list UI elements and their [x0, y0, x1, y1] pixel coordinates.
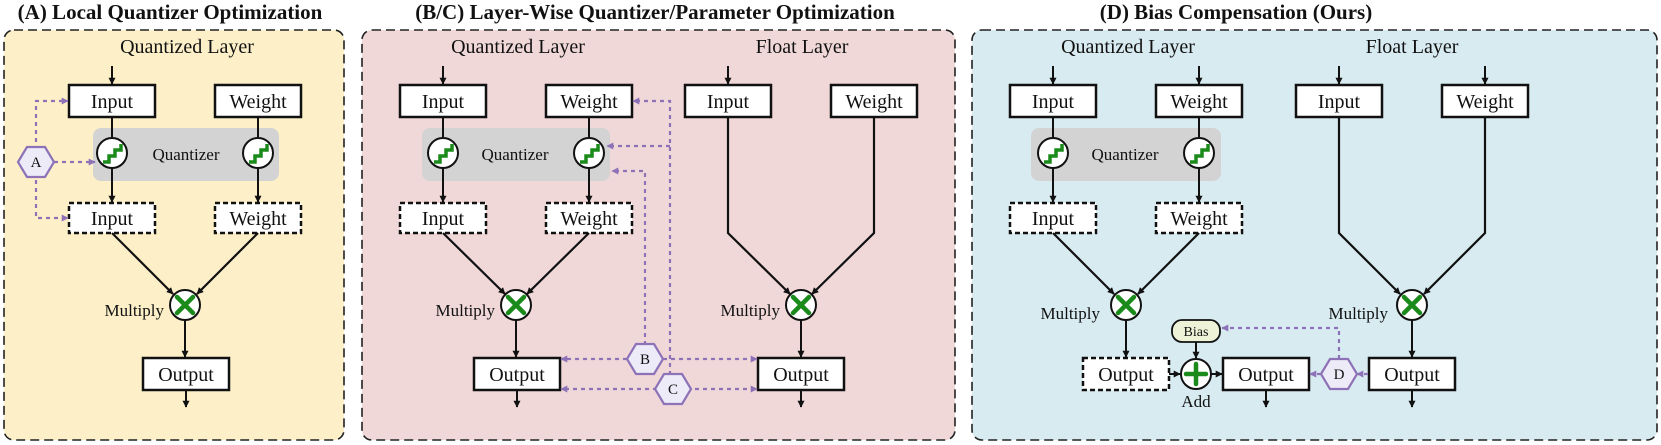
- panel-d-quantizer-band: [1031, 128, 1221, 181]
- panel-d-add-icon: [1180, 358, 1212, 390]
- panel-bc-quantizer-icon-input: [427, 137, 459, 169]
- panel-d-quantized-input-box: [1008, 201, 1098, 235]
- panel-bc-float-output-label: Output: [773, 364, 829, 386]
- panel-bc-quantized-input-label: Input: [422, 208, 465, 230]
- panel-bc: (B/C) Layer-Wise Quantizer/Parameter Opt…: [361, 0, 956, 441]
- panel-a-quantized-input-label: Input: [91, 208, 134, 230]
- panel-bc-quantized-input-box: [398, 201, 488, 235]
- panel-a-output-box: [141, 356, 231, 392]
- panel-d-compensated-output-label: Output: [1238, 364, 1294, 386]
- panel-d-bias-label: Bias: [1184, 325, 1209, 340]
- marker-c-label: C: [668, 382, 678, 398]
- panel-a-quantized-weight-box: [213, 201, 303, 235]
- panel-bc-float-layer-label: Float Layer: [756, 36, 849, 58]
- panel-bc-float-weight-label: Weight: [845, 91, 903, 113]
- panel-d-quantizer-icon-input: [1037, 137, 1069, 169]
- marker-b-hexagon: B: [625, 342, 665, 376]
- panel-bc-input-box: [398, 83, 488, 119]
- panel-a-input-label: Input: [91, 91, 134, 113]
- panel-bc-float-input-box: [683, 83, 773, 119]
- marker-a-label: A: [31, 155, 42, 171]
- panel-a-quantizer-icon-weight: [242, 137, 274, 169]
- panel-d-float-layer-label: Float Layer: [1366, 36, 1459, 58]
- panel-bc-quantized-layer-label: Quantized Layer: [451, 36, 585, 58]
- panel-bc-weight-label: Weight: [560, 91, 618, 113]
- panel-a-weight-label: Weight: [229, 91, 287, 113]
- panel-a-title: (A) Local Quantizer Optimization: [18, 0, 323, 24]
- panel-bc-title: (B/C) Layer-Wise Quantizer/Parameter Opt…: [415, 0, 895, 24]
- panel-bc-float-input-label: Input: [707, 91, 750, 113]
- panel-bc-quantized-weight-label: Weight: [560, 208, 618, 230]
- panel-bc-quantized-output-box: [472, 356, 562, 392]
- panel-a-quantizer-label: Quantizer: [152, 145, 219, 164]
- panel-d-weight-box: [1154, 83, 1244, 119]
- marker-c-hexagon: C: [653, 372, 693, 406]
- panel-d-float-multiply-label: Multiply: [1328, 304, 1388, 323]
- panel-d-float-input-label: Input: [1318, 91, 1361, 113]
- panel-a-quantized-weight-label: Weight: [229, 208, 287, 230]
- panel-d-quantized-weight-box: [1154, 201, 1244, 235]
- panel-a-multiply-icon: [169, 289, 201, 321]
- panel-d-quantized-multiply-label: Multiply: [1040, 304, 1100, 323]
- panel-a-quantized-input-box: [67, 201, 157, 235]
- panel-a-output-label: Output: [158, 364, 214, 386]
- panel-a-quantized-layer-label: Quantized Layer: [120, 36, 254, 58]
- panel-d: (D) Bias Compensation (Ours) Quantized L…: [971, 0, 1658, 441]
- panel-d-float-weight-label: Weight: [1456, 91, 1514, 113]
- panel-d-float-weight-box: [1440, 83, 1530, 119]
- marker-d-hexagon: D: [1319, 357, 1359, 391]
- panel-bc-quantized-weight-box: [544, 201, 634, 235]
- panel-d-quantized-input-label: Input: [1032, 208, 1075, 230]
- panel-d-weight-label: Weight: [1170, 91, 1228, 113]
- panel-a-multiply-label: Multiply: [104, 301, 164, 320]
- panel-bc-float-multiply-label: Multiply: [720, 301, 780, 320]
- panel-a-quantizer-band: [93, 128, 279, 181]
- panel-d-input-label: Input: [1032, 91, 1075, 113]
- panel-d-float-output-label: Output: [1384, 364, 1440, 386]
- panel-d-add-label: Add: [1181, 392, 1211, 411]
- panel-d-quantized-multiply-icon: [1110, 289, 1142, 321]
- panel-bc-quantized-multiply-label: Multiply: [435, 301, 495, 320]
- panel-d-quantized-output-label: Output: [1098, 364, 1154, 386]
- panel-d-float-input-box: [1294, 83, 1384, 119]
- panel-d-compensated-output-box: [1221, 356, 1311, 392]
- panel-a-quantizer-icon-input: [96, 137, 128, 169]
- panel-bc-float-weight-box: [829, 83, 919, 119]
- panel-d-title: (D) Bias Compensation (Ours): [1100, 0, 1372, 24]
- panel-d-float-multiply-icon: [1396, 289, 1428, 321]
- panel-bc-float-multiply-icon: [785, 289, 817, 321]
- panel-bc-quantized-multiply-icon: [500, 289, 532, 321]
- panel-bc-quantizer-icon-weight: [573, 137, 605, 169]
- marker-d-label: D: [1334, 367, 1345, 383]
- panel-bc-input-label: Input: [422, 91, 465, 113]
- panel-d-quantized-weight-label: Weight: [1170, 208, 1228, 230]
- panel-d-quantized-layer-label: Quantized Layer: [1061, 36, 1195, 58]
- panel-d-quantized-output-box: [1081, 356, 1171, 392]
- panel-bc-quantizer-band: [422, 128, 610, 181]
- marker-b-label: B: [640, 352, 650, 368]
- panel-a: (A) Local Quantizer Optimization Quantiz…: [3, 0, 345, 441]
- panel-d-quantizer-icon-weight: [1183, 137, 1215, 169]
- panel-a-input-box: [67, 83, 157, 119]
- marker-a-hexagon: A: [16, 145, 56, 179]
- panel-bc-quantizer-label: Quantizer: [481, 145, 548, 164]
- panel-d-quantizer-label: Quantizer: [1091, 145, 1158, 164]
- panel-bc-quantized-output-label: Output: [489, 364, 545, 386]
